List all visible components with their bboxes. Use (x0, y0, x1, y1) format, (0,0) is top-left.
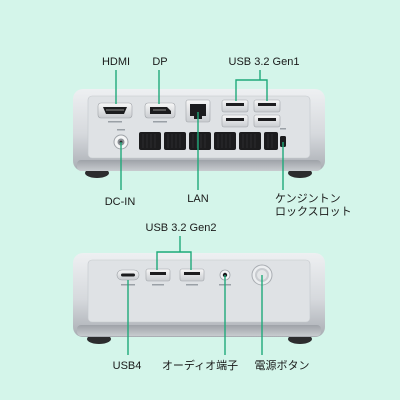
usb-gen1-ports (221, 99, 281, 128)
label-dc-in: DC-IN (104, 196, 136, 208)
dp-port (144, 102, 176, 123)
usb-gen2-ports (145, 268, 205, 286)
rear-leader-lines (115, 70, 284, 190)
label-hdmi: HDMI (101, 56, 131, 68)
label-kensington: ケンジントン ロックスロット (275, 193, 352, 218)
label-audio: オーディオ端子 (161, 360, 239, 372)
rear-panel (73, 89, 325, 178)
front-leader-lines (127, 236, 263, 355)
label-usb-gen2: USB 3.2 Gen2 (145, 222, 217, 234)
front-panel (73, 253, 325, 344)
label-dp: DP (152, 56, 168, 68)
rear-vents (139, 132, 278, 150)
rear-body-bottom (77, 160, 321, 171)
label-usb-gen1: USB 3.2 Gen1 (228, 56, 300, 68)
kensington-slot (280, 128, 286, 147)
lan-port (185, 99, 211, 123)
label-lan: LAN (187, 193, 209, 205)
hdmi-port (97, 102, 133, 123)
leader-usb-gen1 (235, 79, 268, 101)
label-power: 電源ボタン (254, 360, 310, 372)
front-body-bottom (77, 325, 321, 336)
leader-usb-gen2 (156, 251, 192, 270)
label-usb4: USB4 (112, 360, 142, 372)
